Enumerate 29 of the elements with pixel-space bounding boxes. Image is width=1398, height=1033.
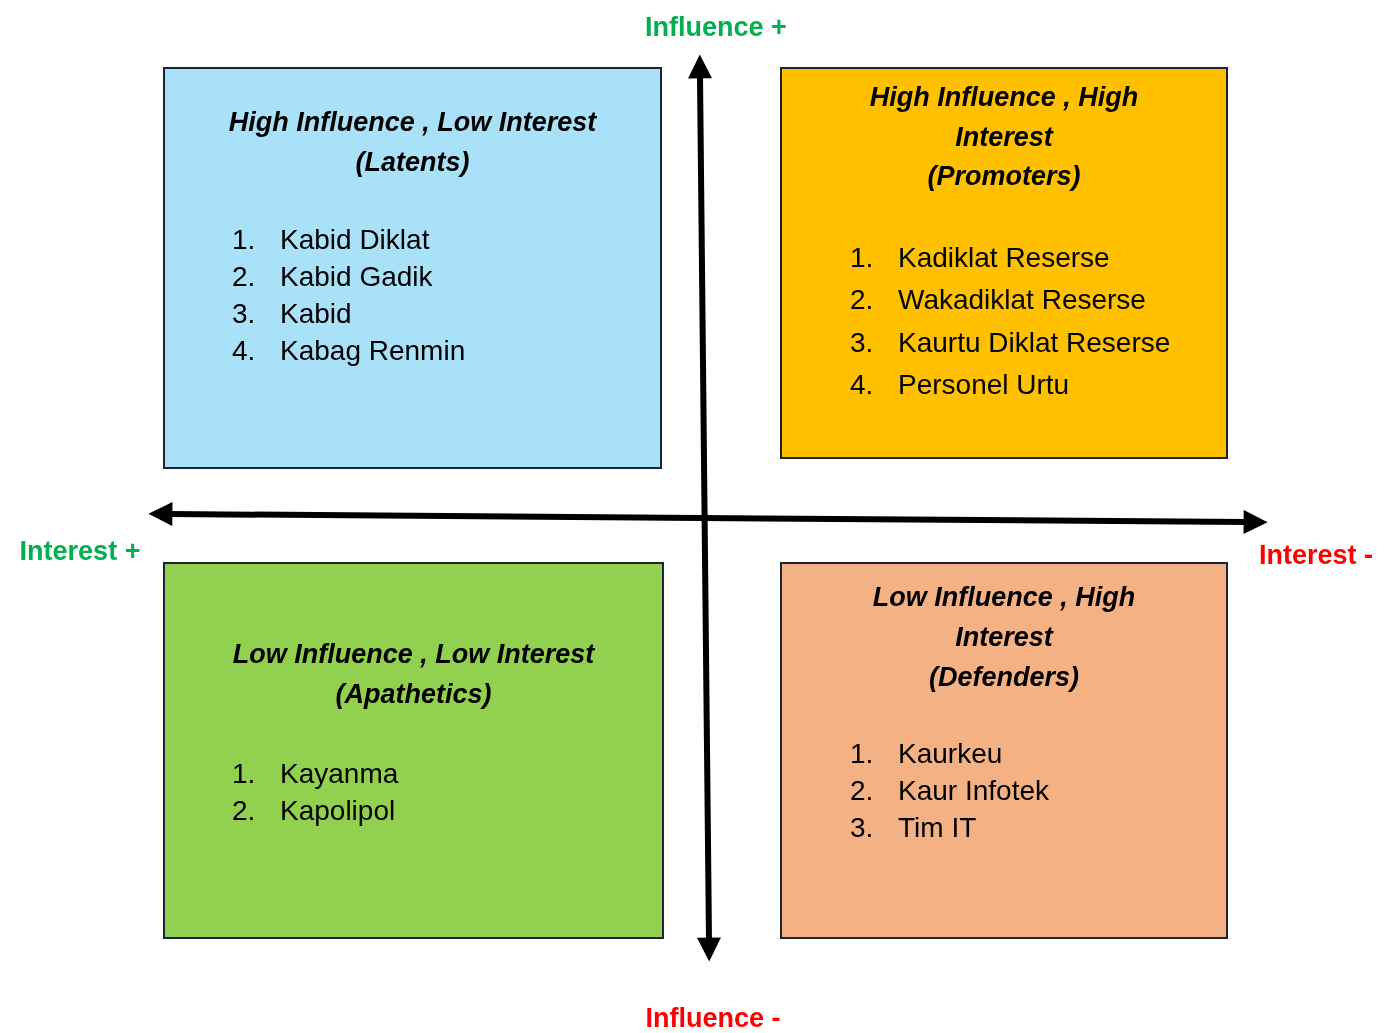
quadrant-subheading: (Defenders) — [929, 661, 1079, 694]
list-item: 2. Kabid Gadik — [232, 260, 433, 294]
list-item: 4. Personel Urtu — [850, 368, 1070, 402]
axis-label: Influence + — [645, 11, 787, 43]
quadrant-heading: High Influence , High Interest — [868, 81, 1140, 154]
list-item: 1. Kayanma — [232, 757, 399, 791]
quadrant-box — [163, 67, 662, 469]
quadrant-box — [780, 67, 1228, 459]
quadrant-box — [780, 562, 1228, 939]
list-item: 2. Kapolipol — [232, 794, 396, 828]
quadrant-box — [163, 562, 664, 939]
quadrant-subheading: (Latents) — [355, 146, 470, 179]
quadrant-subheading: (Apathetics) — [335, 678, 492, 711]
list-item: 3. Kabid — [232, 297, 352, 331]
list-item: 1. Kabid Diklat — [232, 223, 430, 257]
axis-label: Interest + — [19, 535, 141, 567]
list-item: 2. Kaur Infotek — [850, 774, 1049, 808]
list-item: 3. Kaurtu Diklat Reserse — [850, 325, 1171, 360]
quadrant-subheading: (Promoters) — [927, 160, 1081, 193]
axis-label: Influence - — [645, 1002, 781, 1033]
list-item: 4. Kabag Renmin — [232, 334, 466, 368]
list-item: 3. Tim IT — [850, 811, 977, 845]
list-item: 2. Wakadiklat Reserse — [850, 283, 1146, 317]
list-item: 1. Kaurkeu — [850, 737, 1003, 771]
quadrant-heading: Low Influence , Low Interest — [232, 638, 595, 671]
axis-label: Interest - — [1259, 539, 1373, 571]
list-item: 1. Kadiklat Reserse — [850, 240, 1110, 275]
quadrant-heading: Low Influence , High Interest — [871, 581, 1137, 654]
quadrant-heading: High Influence , Low Interest — [228, 106, 597, 139]
